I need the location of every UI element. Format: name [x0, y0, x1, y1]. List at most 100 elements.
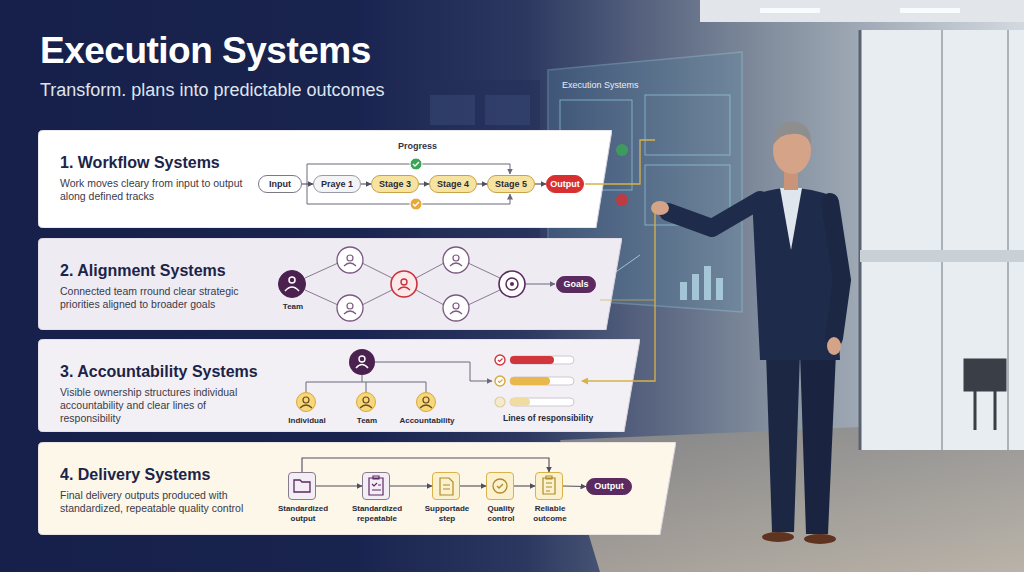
office-room — [965, 360, 1005, 430]
stage-pill: Stage 4 — [429, 175, 477, 193]
delivery-icons — [294, 476, 555, 495]
pill-label: Stage 4 — [430, 176, 476, 192]
text-label: Progress — [398, 141, 437, 151]
pill-label: Stage 5 — [488, 176, 534, 192]
band-outline — [38, 238, 622, 330]
stage-pill: Stage 5 — [487, 175, 535, 193]
alignment-network — [344, 255, 462, 314]
presenter-figure — [773, 122, 811, 145]
workflow-bypass — [413, 162, 419, 166]
band-description: Visible ownership structures individual … — [60, 386, 265, 425]
page-title: Execution Systems — [40, 30, 371, 72]
node-caption: Standardized output — [270, 504, 336, 524]
band-heading: 2. Alignment Systems — [60, 262, 226, 280]
presenter-figure — [766, 352, 800, 532]
band-description: Work moves cleary from input to output a… — [60, 177, 265, 203]
presenter-figure — [651, 201, 669, 215]
screen-connectors — [600, 300, 655, 301]
glass-screen — [716, 278, 723, 300]
office-room — [700, 0, 1024, 22]
output-pill: Output — [586, 478, 632, 495]
accountability-tree — [306, 375, 426, 392]
glass-screen — [680, 282, 687, 300]
node-caption: Accountability — [392, 416, 462, 426]
responsibility-bars — [510, 398, 574, 406]
alignment-network — [337, 247, 363, 273]
presenter-figure — [780, 188, 802, 250]
role-circle: Individual — [296, 392, 316, 412]
stage-pill: Stage 3 — [371, 175, 419, 193]
step-icon: Standardized repeatable — [362, 472, 390, 500]
alignment-network — [337, 295, 363, 321]
flow-connector — [302, 458, 549, 472]
flow-connector — [361, 183, 371, 184]
goals-pill: Goals — [556, 276, 596, 293]
node-caption: Supportade step — [421, 504, 473, 524]
office-room — [860, 30, 1024, 450]
band-outline — [38, 442, 676, 535]
office-room — [900, 8, 960, 13]
text-label: Execution Systems — [562, 80, 639, 90]
node-caption: Quality control — [476, 504, 526, 524]
step-icon: Quality control — [486, 472, 514, 500]
node-caption: Standardized repeatable — [344, 504, 410, 524]
presenter-figure — [762, 532, 794, 542]
band-heading: 3. Accountability Systems — [60, 363, 258, 381]
pill-label: Stage 3 — [372, 176, 418, 192]
flow-connector — [535, 183, 546, 184]
alignment-network — [499, 271, 525, 297]
screen-connectors — [582, 140, 655, 381]
step-icon: Reliable outcome — [535, 472, 563, 500]
workflow-bypass — [307, 158, 510, 210]
workflow-bypass — [413, 202, 419, 206]
band-heading: 1. Workflow Systems — [60, 154, 220, 172]
presenter-figure — [668, 200, 760, 228]
alignment-network — [398, 279, 410, 290]
flow-connector — [477, 183, 487, 184]
band-description: Connected team rround clear strategic pr… — [60, 285, 265, 311]
flow-connector — [390, 485, 432, 486]
node-caption: Reliable outcome — [525, 504, 575, 524]
system-band: 1. Workflow SystemsWork moves cleary fro… — [38, 130, 612, 228]
glass-screen — [692, 274, 699, 300]
output-pill: Output — [546, 175, 584, 193]
pill-label: Output — [587, 479, 631, 494]
responsibility-bars — [495, 376, 505, 386]
office-room — [485, 95, 530, 125]
glass-screen — [616, 194, 628, 206]
pill-label: Goals — [557, 277, 595, 292]
accountability-tree — [349, 349, 375, 375]
presenter-figure — [830, 202, 842, 338]
pill-label: Output — [547, 176, 583, 192]
screen-connectors — [582, 210, 655, 381]
step-icon: Standardized output — [288, 472, 316, 500]
responsibility-bars — [510, 377, 550, 385]
flow-connector — [563, 485, 586, 487]
node-caption: Individual — [279, 416, 335, 426]
delivery-icons — [369, 476, 383, 495]
team-circle: Team — [278, 270, 306, 298]
responsibility-bars — [495, 355, 505, 365]
band-shape — [38, 238, 622, 330]
alignment-network — [285, 247, 555, 321]
flow-connector — [460, 485, 486, 486]
office-room — [430, 95, 475, 125]
flow-connector — [419, 183, 429, 184]
responsibility-bars — [510, 356, 574, 364]
workflow-bypass — [307, 184, 510, 204]
system-band: 2. Alignment SystemsConnected team rroun… — [38, 238, 622, 330]
delivery-icons — [497, 484, 503, 488]
workflow-bypass — [410, 158, 422, 170]
alignment-network — [510, 282, 514, 286]
presenter-figure — [800, 352, 836, 534]
alignment-network — [305, 263, 500, 305]
node-caption: Team — [339, 416, 395, 426]
system-band: 4. Delivery SystemsFinal delivery output… — [38, 442, 676, 535]
text-label: Lines of responsibility — [503, 413, 593, 423]
glass-screen — [645, 95, 730, 155]
accountability-tree — [356, 356, 368, 368]
responsibility-bars — [498, 359, 503, 362]
band-heading: 4. Delivery Systems — [60, 466, 210, 484]
